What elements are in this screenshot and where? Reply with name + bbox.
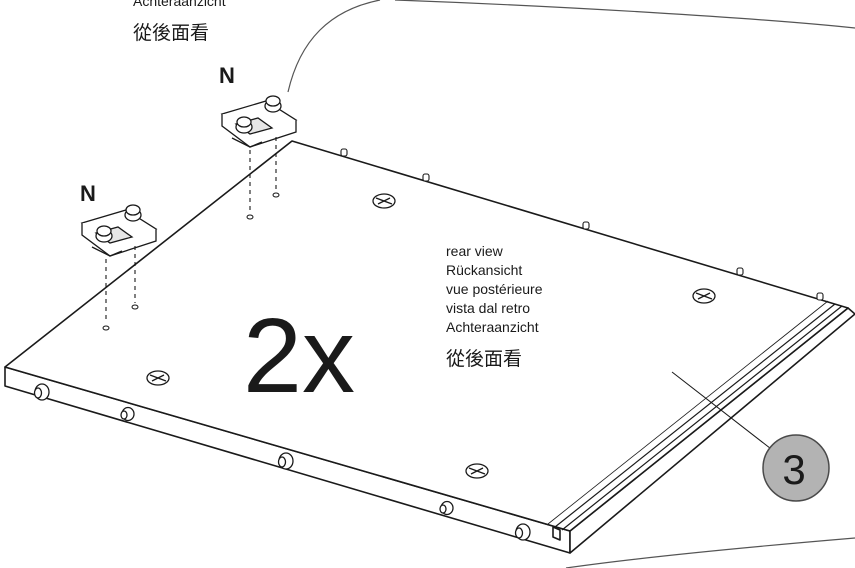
detail-bubble-arc-bottom <box>565 537 855 568</box>
detail-bubble-arc-top <box>287 0 855 93</box>
back-dowel <box>340 148 348 157</box>
dowel <box>120 406 135 422</box>
dowel-row <box>33 383 531 541</box>
screw-holes-upper <box>246 192 280 220</box>
panel <box>4 140 855 554</box>
hinge-plate-lower <box>80 204 158 257</box>
back-dowel <box>422 173 430 182</box>
hinge-plate-upper <box>220 95 298 148</box>
cam-lock-icon <box>692 288 716 304</box>
cam-lock-symbols <box>146 193 716 479</box>
back-dowel-row <box>340 148 824 301</box>
hinge-label-lower: N <box>80 181 96 206</box>
dowel <box>514 523 531 541</box>
hinge-label-upper: N <box>219 63 235 88</box>
back-dowel <box>816 292 824 301</box>
screw-holes-lower <box>102 304 139 331</box>
hinge-guide-lines-lower <box>105 246 136 323</box>
part-number: 3 <box>782 446 805 493</box>
groove-end-notch <box>552 526 561 541</box>
rear-view-line: Rückansicht <box>446 262 522 278</box>
cam-lock-icon <box>146 370 170 386</box>
panel-groove-line <box>547 300 829 525</box>
rear-view-cjk: 從後面看 <box>446 348 522 370</box>
top-caption-cjk: 從後面看 <box>133 22 209 44</box>
panel-groove-line <box>561 305 843 531</box>
panel-groove-line <box>554 303 836 528</box>
rear-view-caption: rear view Rückansicht vue postérieure vi… <box>446 243 543 370</box>
panel-top-face <box>4 140 849 532</box>
rear-view-line: Achteraanzicht <box>446 319 539 335</box>
quantity-multiplier: 2x <box>243 297 355 415</box>
rear-view-line: vista dal retro <box>446 300 530 316</box>
cam-lock-icon <box>372 193 396 209</box>
dowel <box>277 452 294 470</box>
back-dowel <box>736 267 744 276</box>
top-caption-partial: Achteraanzicht <box>133 0 226 9</box>
cam-lock-icon <box>465 463 489 479</box>
rear-view-line: rear view <box>446 243 504 259</box>
dowel <box>33 383 50 401</box>
back-dowel <box>582 221 590 230</box>
dowel <box>439 500 454 516</box>
hinge-guide-lines-upper <box>249 137 277 212</box>
part-leader-line <box>671 371 776 453</box>
rear-view-line: vue postérieure <box>446 281 543 297</box>
part-number-callout: 3 <box>762 434 830 502</box>
